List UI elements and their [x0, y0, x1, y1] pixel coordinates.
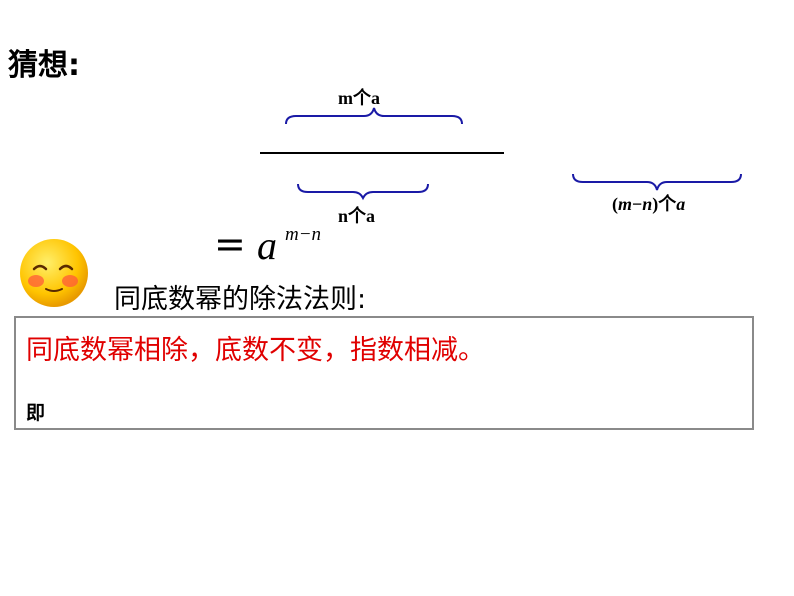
rule-heading: 同底数幂的除法法则: — [114, 284, 367, 315]
difference-a: a — [676, 194, 686, 214]
page-title: 猜想: — [8, 48, 80, 83]
difference-label: (m−n)个a — [612, 190, 685, 216]
result-base: a — [257, 223, 277, 268]
rule-box: 同底数幂相除，底数不变，指数相减。 即 — [14, 316, 754, 430]
difference-minus: − — [632, 194, 643, 214]
numerator-label: m个a — [338, 88, 380, 108]
difference-n: n — [642, 194, 653, 214]
rule-statement: 同底数幂相除，底数不变，指数相减。 — [26, 335, 485, 366]
denominator-brace-icon — [297, 183, 429, 201]
difference-open: ( — [612, 194, 618, 214]
equals-sign: = — [214, 222, 246, 266]
difference-brace-icon — [572, 173, 742, 191]
difference-close: )个 — [652, 194, 677, 214]
result-exponent: m−n — [285, 224, 322, 245]
ji-label: 即 — [26, 402, 46, 424]
difference-m: m — [618, 194, 633, 214]
denominator-label: n个a — [338, 206, 376, 226]
numerator-brace-icon — [285, 107, 463, 125]
smiley-face-icon — [20, 239, 88, 307]
fraction-bar — [260, 152, 504, 154]
